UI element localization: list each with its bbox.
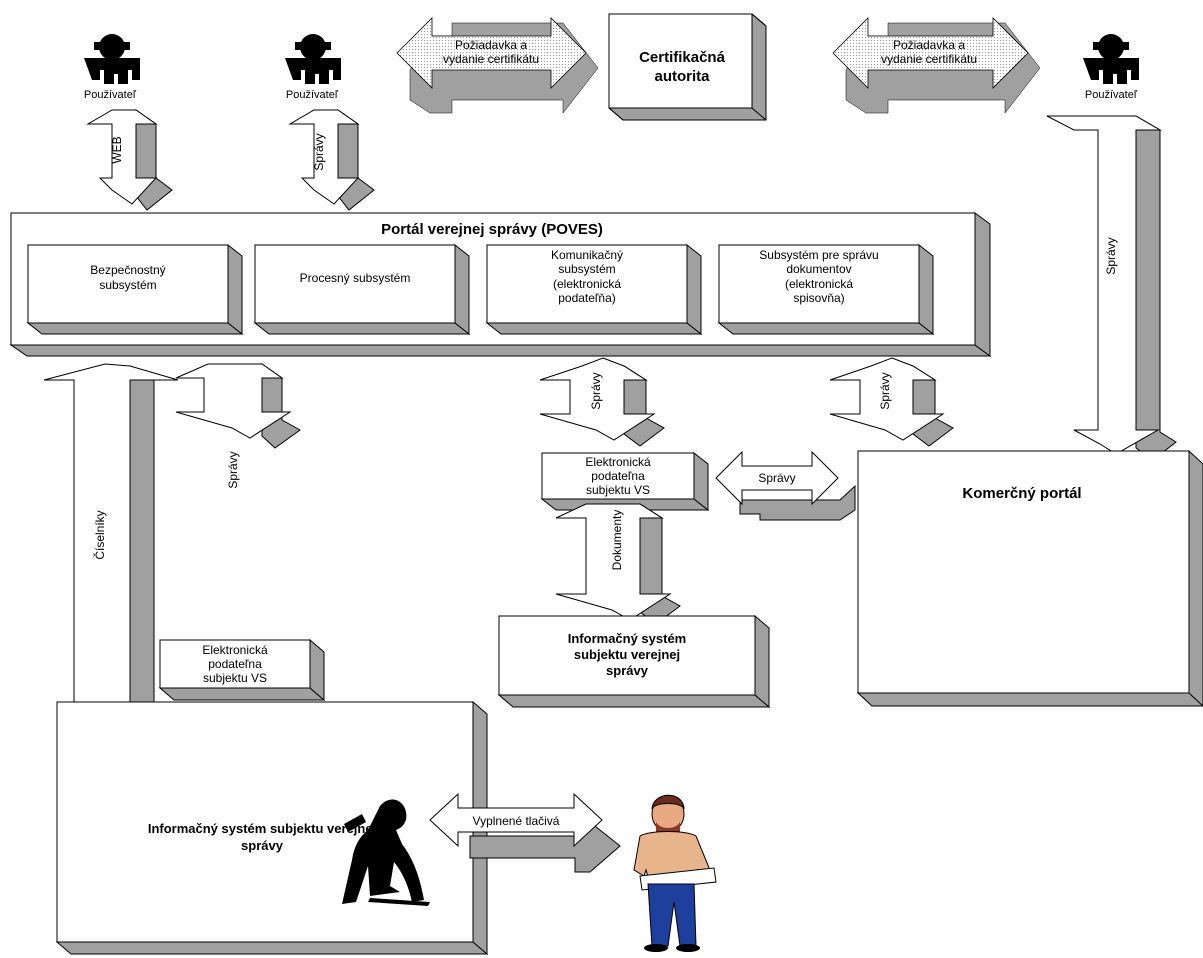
filing-office-left-box [158,638,326,702]
user-label-left: Používateľ [84,89,137,101]
cert-request-arrow-right [832,17,1041,114]
filing-left-line3: subjektu VS [203,671,267,685]
cert-request-left-line2: vydanie certifikátu [443,52,539,66]
commercial-portal-box [856,449,1203,707]
communication-subsystem-box [485,243,703,336]
citizen-figure-icon [633,794,717,952]
right-center-spravy-arrow-label: Správy [878,372,892,409]
cert-request-right-line1: Požiadavka a [893,38,965,52]
user-label-right: Používateľ [1085,89,1138,101]
process-subsystem-label: Procesný subsystém [300,271,411,285]
filing-center-line2: podateľna [591,469,645,483]
docs-line2: dokumentov [786,262,851,276]
ca-title-line2: autorita [654,68,710,85]
docs-line3: (elektronická [785,277,853,291]
comm-line3: (elektronická [553,277,621,291]
is-center-line3: správy [606,663,649,678]
portal-title: Portál verejnej správy (POVES) [381,221,603,238]
docs-line4: spisovňa) [793,291,844,305]
user-label-mid: Používateľ [286,89,339,101]
filled-forms-arrow-label: Vyplnené tlačivá [473,814,560,828]
cert-request-arrow-left [396,17,599,114]
comm-line2: subsystém [558,262,615,276]
filing-center-line3: subjektu VS [586,483,650,497]
user-icon-left [84,34,140,84]
center-spravy-arrow-label: Správy [589,372,603,409]
document-subsystem-box [717,243,935,336]
dokumenty-center-arrow-label: Dokumenty [610,510,624,571]
comm-line1: Komunikačný [551,248,623,262]
user-icon-right [1083,34,1139,84]
comm-line4: podateľňa) [558,291,616,305]
horizontal-spravy-arrow [715,450,856,521]
filing-center-line1: Elektronická [585,455,651,469]
clerk-figure-icon [342,799,430,906]
filing-left-line1: Elektronická [202,643,268,657]
spravy-left-arrow-label: Správy [226,451,240,488]
spravy-left-arrow [175,363,301,449]
ciselniky-arrow-label: Číselníky [92,510,107,559]
info-system-center-box [497,614,771,709]
process-subsystem-box [253,243,471,336]
cert-request-right-line2: vydanie certifikátu [881,52,977,66]
web-arrow [86,109,173,211]
center-spravy-arrow [539,357,665,447]
cert-request-left-line1: Požiadavka a [455,38,527,52]
dokumenty-center-arrow [555,503,681,625]
user-icon-mid [285,34,341,84]
certification-authority-box [608,13,767,121]
security-subsystem-box [26,243,244,336]
commercial-portal-title: Komerčný portál [962,485,1081,502]
is-center-line2: subjektu verejnej [574,647,680,662]
user-spravy-arrow [288,109,375,211]
ciselniky-arrow [43,363,179,703]
is-bottom-line1: Informačný systém subjektu verejnej [148,821,376,836]
web-arrow-label: WEB [110,136,124,163]
right-center-spravy-arrow [829,357,954,447]
user-spravy-arrow-label: Správy [312,133,326,170]
security-line1: Bezpečnostný [90,263,165,277]
is-bottom-line2: správy [241,838,284,853]
horizontal-spravy-arrow-label: Správy [758,471,795,485]
right-spravy-arrow-label: Správy [1104,237,1118,274]
filing-left-line2: podateľna [208,657,262,671]
is-center-line1: Informačný systém [568,631,687,646]
docs-line1: Subsystém pre správu [759,248,878,262]
ca-title-line1: Certifikačná [639,49,726,66]
filled-forms-arrow [429,792,621,873]
security-line2: subsystém [99,278,156,292]
right-spravy-arrow [1046,115,1177,461]
